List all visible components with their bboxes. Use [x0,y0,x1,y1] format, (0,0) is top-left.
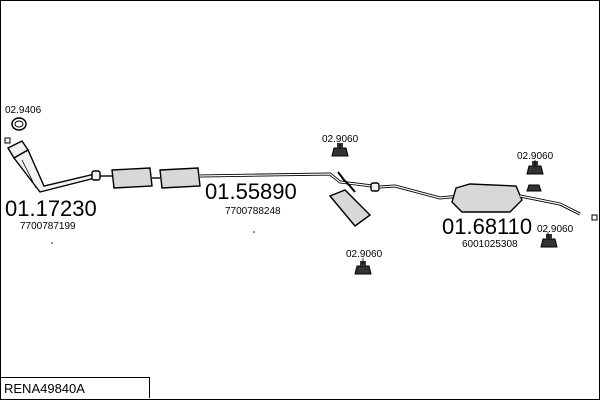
mount-label: 02.9060 [517,151,554,162]
rubber-mount-icon [526,184,542,192]
rear-marker [591,214,598,221]
mount-label: 02.9060 [322,134,359,145]
middle-oe-number: 7700788248 [225,206,281,217]
dot-marker [253,231,255,233]
leader-lines [19,117,549,264]
rear-silencer-assembly [379,183,581,216]
rubber-mount-icon [540,234,558,248]
dot-marker [51,242,53,244]
gasket-ring-icon [11,117,27,131]
kit-code-box: RENA49840A [0,377,150,398]
front-part-number: 01.17230 [5,196,97,221]
rear-part-number: 01.68110 [442,214,532,239]
mount-label: 02.9060 [537,224,574,235]
middle-silencer-assembly [100,167,380,227]
kit-code: RENA49840A [4,381,85,396]
mount-label: 02.9060 [346,249,383,260]
middle-part-number: 01.55890 [205,179,297,204]
front-marker [4,137,11,144]
front-oe-number: 7700787199 [20,221,76,232]
front-downpipe [7,140,101,193]
front-gasket-label: 02.9406 [5,105,42,116]
rear-oe-number: 6001025308 [462,239,518,250]
